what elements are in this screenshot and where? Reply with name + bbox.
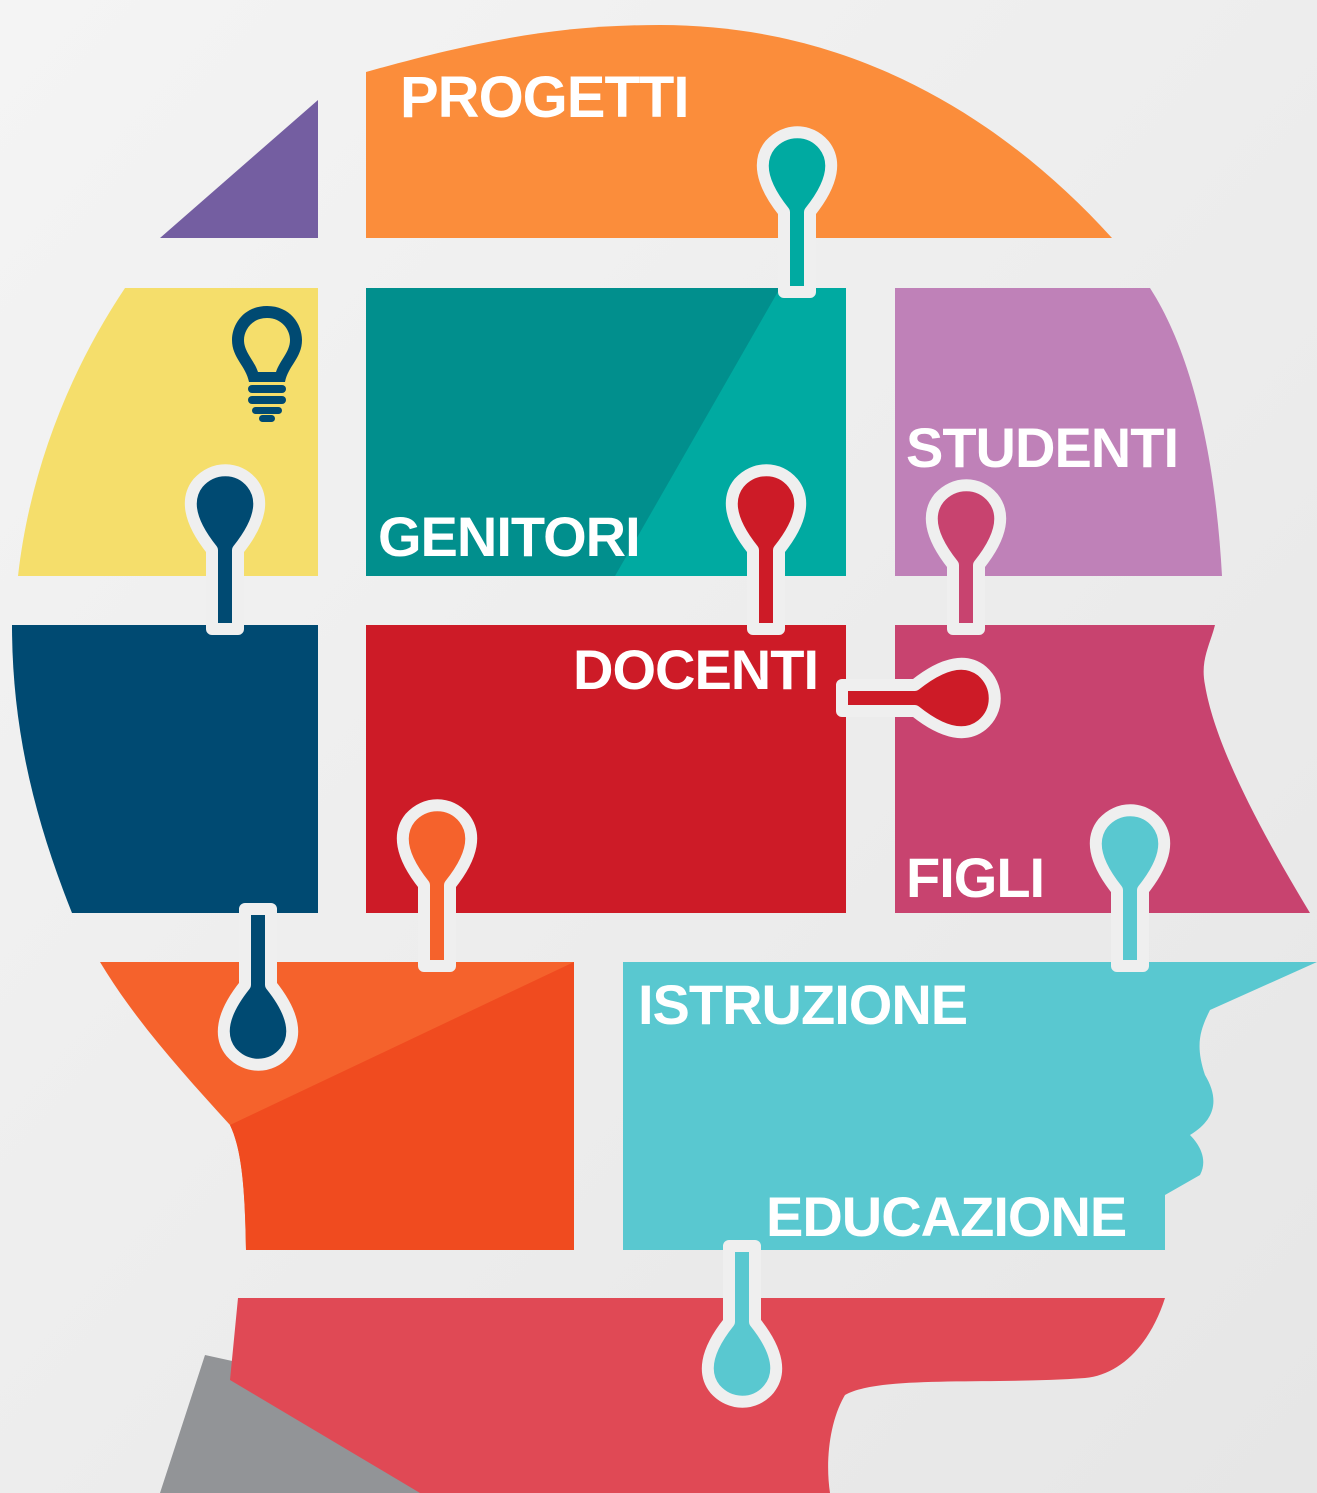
label-docenti: DOCENTI	[573, 638, 818, 701]
orange-low-piece-shade	[230, 962, 574, 1250]
progetti-piece	[366, 25, 1112, 238]
red-top-connector	[725, 464, 807, 635]
neck-piece	[230, 1298, 1165, 1493]
label-progetti: PROGETTI	[400, 65, 688, 130]
label-figli: FIGLI	[906, 846, 1044, 909]
red-side-connector	[836, 657, 1001, 739]
navy-piece	[12, 625, 318, 913]
cyan-bottom-connector	[701, 1240, 783, 1408]
label-studenti: STUDENTI	[906, 416, 1178, 479]
teal-connector	[756, 126, 838, 298]
lightbulb-icon	[232, 306, 302, 422]
magenta-top-connector	[925, 479, 1007, 635]
purple-piece	[160, 100, 318, 238]
navy-top-connector	[184, 464, 266, 635]
istruzione-piece	[623, 962, 1317, 1250]
label-istruzione: ISTRUZIONE	[638, 973, 967, 1036]
cyan-top-connector	[1089, 804, 1171, 972]
orange-top-connector	[396, 799, 478, 972]
label-educazione: EDUCAZIONE	[766, 1185, 1126, 1248]
label-genitori: GENITORI	[378, 505, 640, 568]
navy-bottom-connector	[217, 903, 299, 1071]
